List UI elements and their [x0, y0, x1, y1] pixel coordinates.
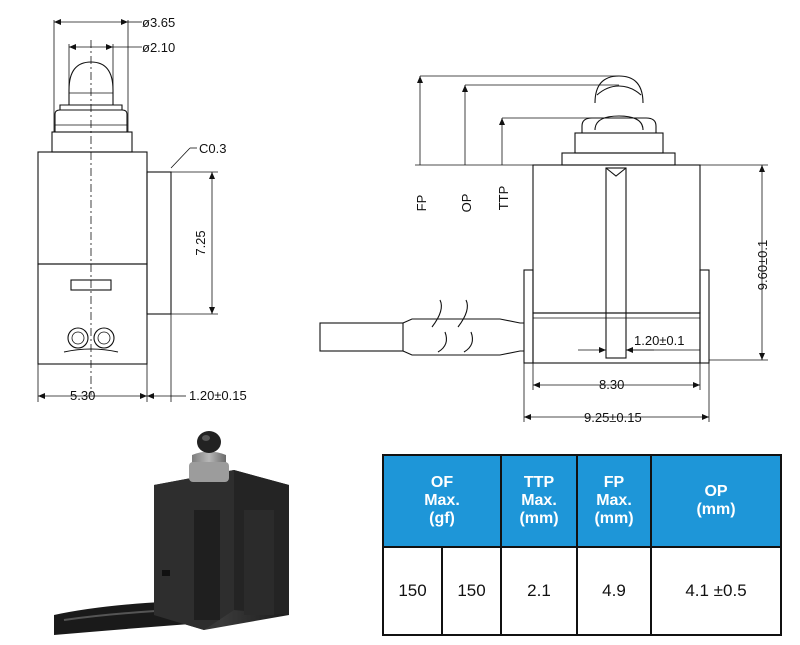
header-of: OF Max. (gf): [382, 454, 502, 548]
dim-pin-width: 1.20±0.1: [634, 333, 685, 348]
dim-body-width: 5.30: [70, 388, 95, 403]
spec-table: OF Max. (gf) TTP Max. (mm) FP Max. (mm) …: [382, 454, 782, 636]
dim-body-height: 7.25: [193, 230, 208, 255]
label-op: OP: [459, 194, 474, 213]
spec-value-row: 150 150 2.1 4.9 4.1 ±0.5: [382, 546, 782, 636]
dim-chamfer: C0.3: [199, 141, 226, 156]
dim-inner-width: 8.30: [599, 377, 624, 392]
header-op: OP (mm): [650, 454, 782, 548]
label-ttp: TTP: [496, 186, 511, 211]
dim-outer-width: 9.25±0.15: [584, 410, 642, 425]
value-ttp: 2.1: [500, 546, 578, 636]
dim-tab-thickness: 1.20±0.15: [189, 388, 247, 403]
header-fp: FP Max. (mm): [576, 454, 652, 548]
dim-tip-diameter: ø2.10: [142, 40, 175, 55]
front-view: ø3.65 ø2.10 C0.3 7.25 5.30 1.20±0.15: [37, 15, 247, 403]
side-view: FP OP TTP 9.60±0.1 1.20±0.1 8.30 9.25±0.…: [319, 75, 770, 425]
technical-drawing: ø3.65 ø2.10 C0.3 7.25 5.30 1.20±0.15: [37, 15, 770, 425]
value-op: 4.1 ±0.5: [650, 546, 782, 636]
label-fp: FP: [414, 195, 429, 212]
header-ttp: TTP Max. (mm): [500, 454, 578, 548]
dim-head-diameter: ø3.65: [142, 15, 175, 30]
spec-header-row: OF Max. (gf) TTP Max. (mm) FP Max. (mm) …: [382, 454, 782, 548]
dim-total-height: 9.60±0.1: [755, 240, 770, 291]
value-of-2: 150: [441, 546, 502, 636]
value-fp: 4.9: [576, 546, 652, 636]
product-photo: [44, 430, 344, 640]
value-of-1: 150: [382, 546, 443, 636]
